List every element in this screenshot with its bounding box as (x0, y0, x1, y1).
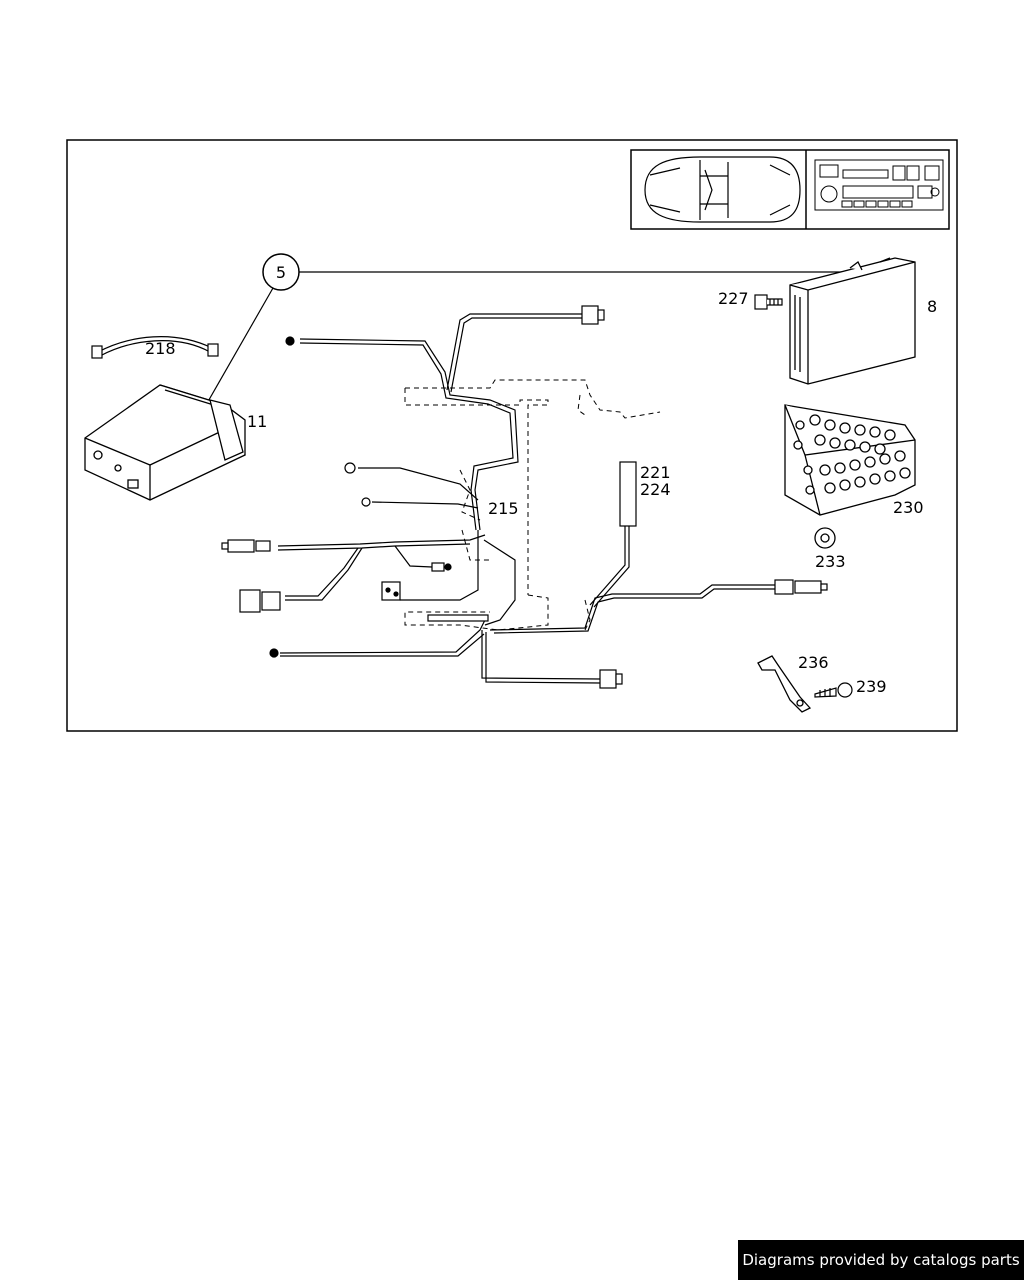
part-label-230: 230 (893, 498, 924, 517)
group-callout: 5 (205, 253, 848, 406)
bolt-227-icon (754, 294, 783, 310)
callout-5-label: 5 (276, 263, 286, 282)
part-label-8: 8 (927, 297, 937, 316)
part-label-11: 11 (247, 412, 267, 431)
wiring-harness-215 (277, 313, 780, 684)
radio-unit-8 (789, 257, 916, 385)
part-label-215: 215 (488, 499, 519, 518)
car-top-view-icon (644, 156, 801, 223)
screw-239-icon (814, 682, 853, 698)
nut-233-icon (814, 527, 836, 549)
vehicle-inset (630, 149, 950, 230)
diagram-frame (66, 139, 958, 732)
radio-faceplate-icon (814, 159, 944, 211)
perforated-bracket-230 (784, 404, 916, 516)
part-label-236: 236 (798, 653, 829, 672)
diagram-credit-banner: Diagrams provided by catalogs parts (738, 1240, 1024, 1280)
part-label-224: 224 (640, 480, 671, 499)
parts-diagram: 5 (66, 139, 958, 732)
antenna-cable-218 (91, 336, 219, 359)
cd-unit-11 (84, 384, 246, 501)
part-label-221: 221 (640, 463, 671, 482)
part-label-218: 218 (145, 339, 176, 358)
harness-connectors (221, 305, 828, 689)
part-label-227: 227 (718, 289, 749, 308)
bracket-236-icon (757, 655, 812, 713)
part-label-239: 239 (856, 677, 887, 696)
part-label-233: 233 (815, 552, 846, 571)
